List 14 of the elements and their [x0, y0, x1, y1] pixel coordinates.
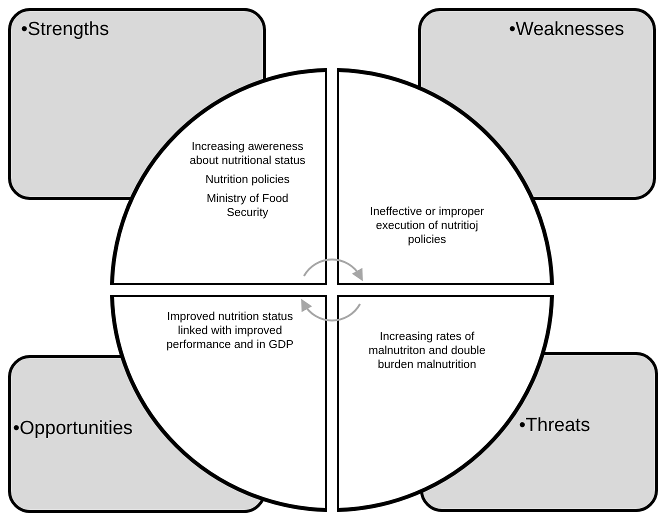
curved-arrow: [303, 258, 364, 282]
body-text: Ineffective or improper execution of nutritioj policies: [368, 205, 486, 247]
body-text: Nutrition policies: [204, 173, 291, 187]
curved-arrow: [300, 298, 361, 322]
quarter-circle-panel: [110, 68, 327, 285]
body-text: Ministry of Food Security: [206, 192, 290, 220]
heading-text: •Strengths: [21, 19, 109, 41]
heading-text: •Threats: [519, 415, 590, 437]
body-text: Increasing awereness about nutritional status: [188, 140, 306, 168]
body-text: Improved nutrition status linked with improved performance and in GDP: [165, 310, 295, 352]
heading-text: •Opportunities: [13, 418, 133, 440]
heading-text: •Weaknesses: [509, 19, 624, 41]
quarter-circle-panel: [337, 68, 554, 285]
body-text: Increasing rates of malnutriton and double burden malnutrition: [368, 330, 486, 372]
